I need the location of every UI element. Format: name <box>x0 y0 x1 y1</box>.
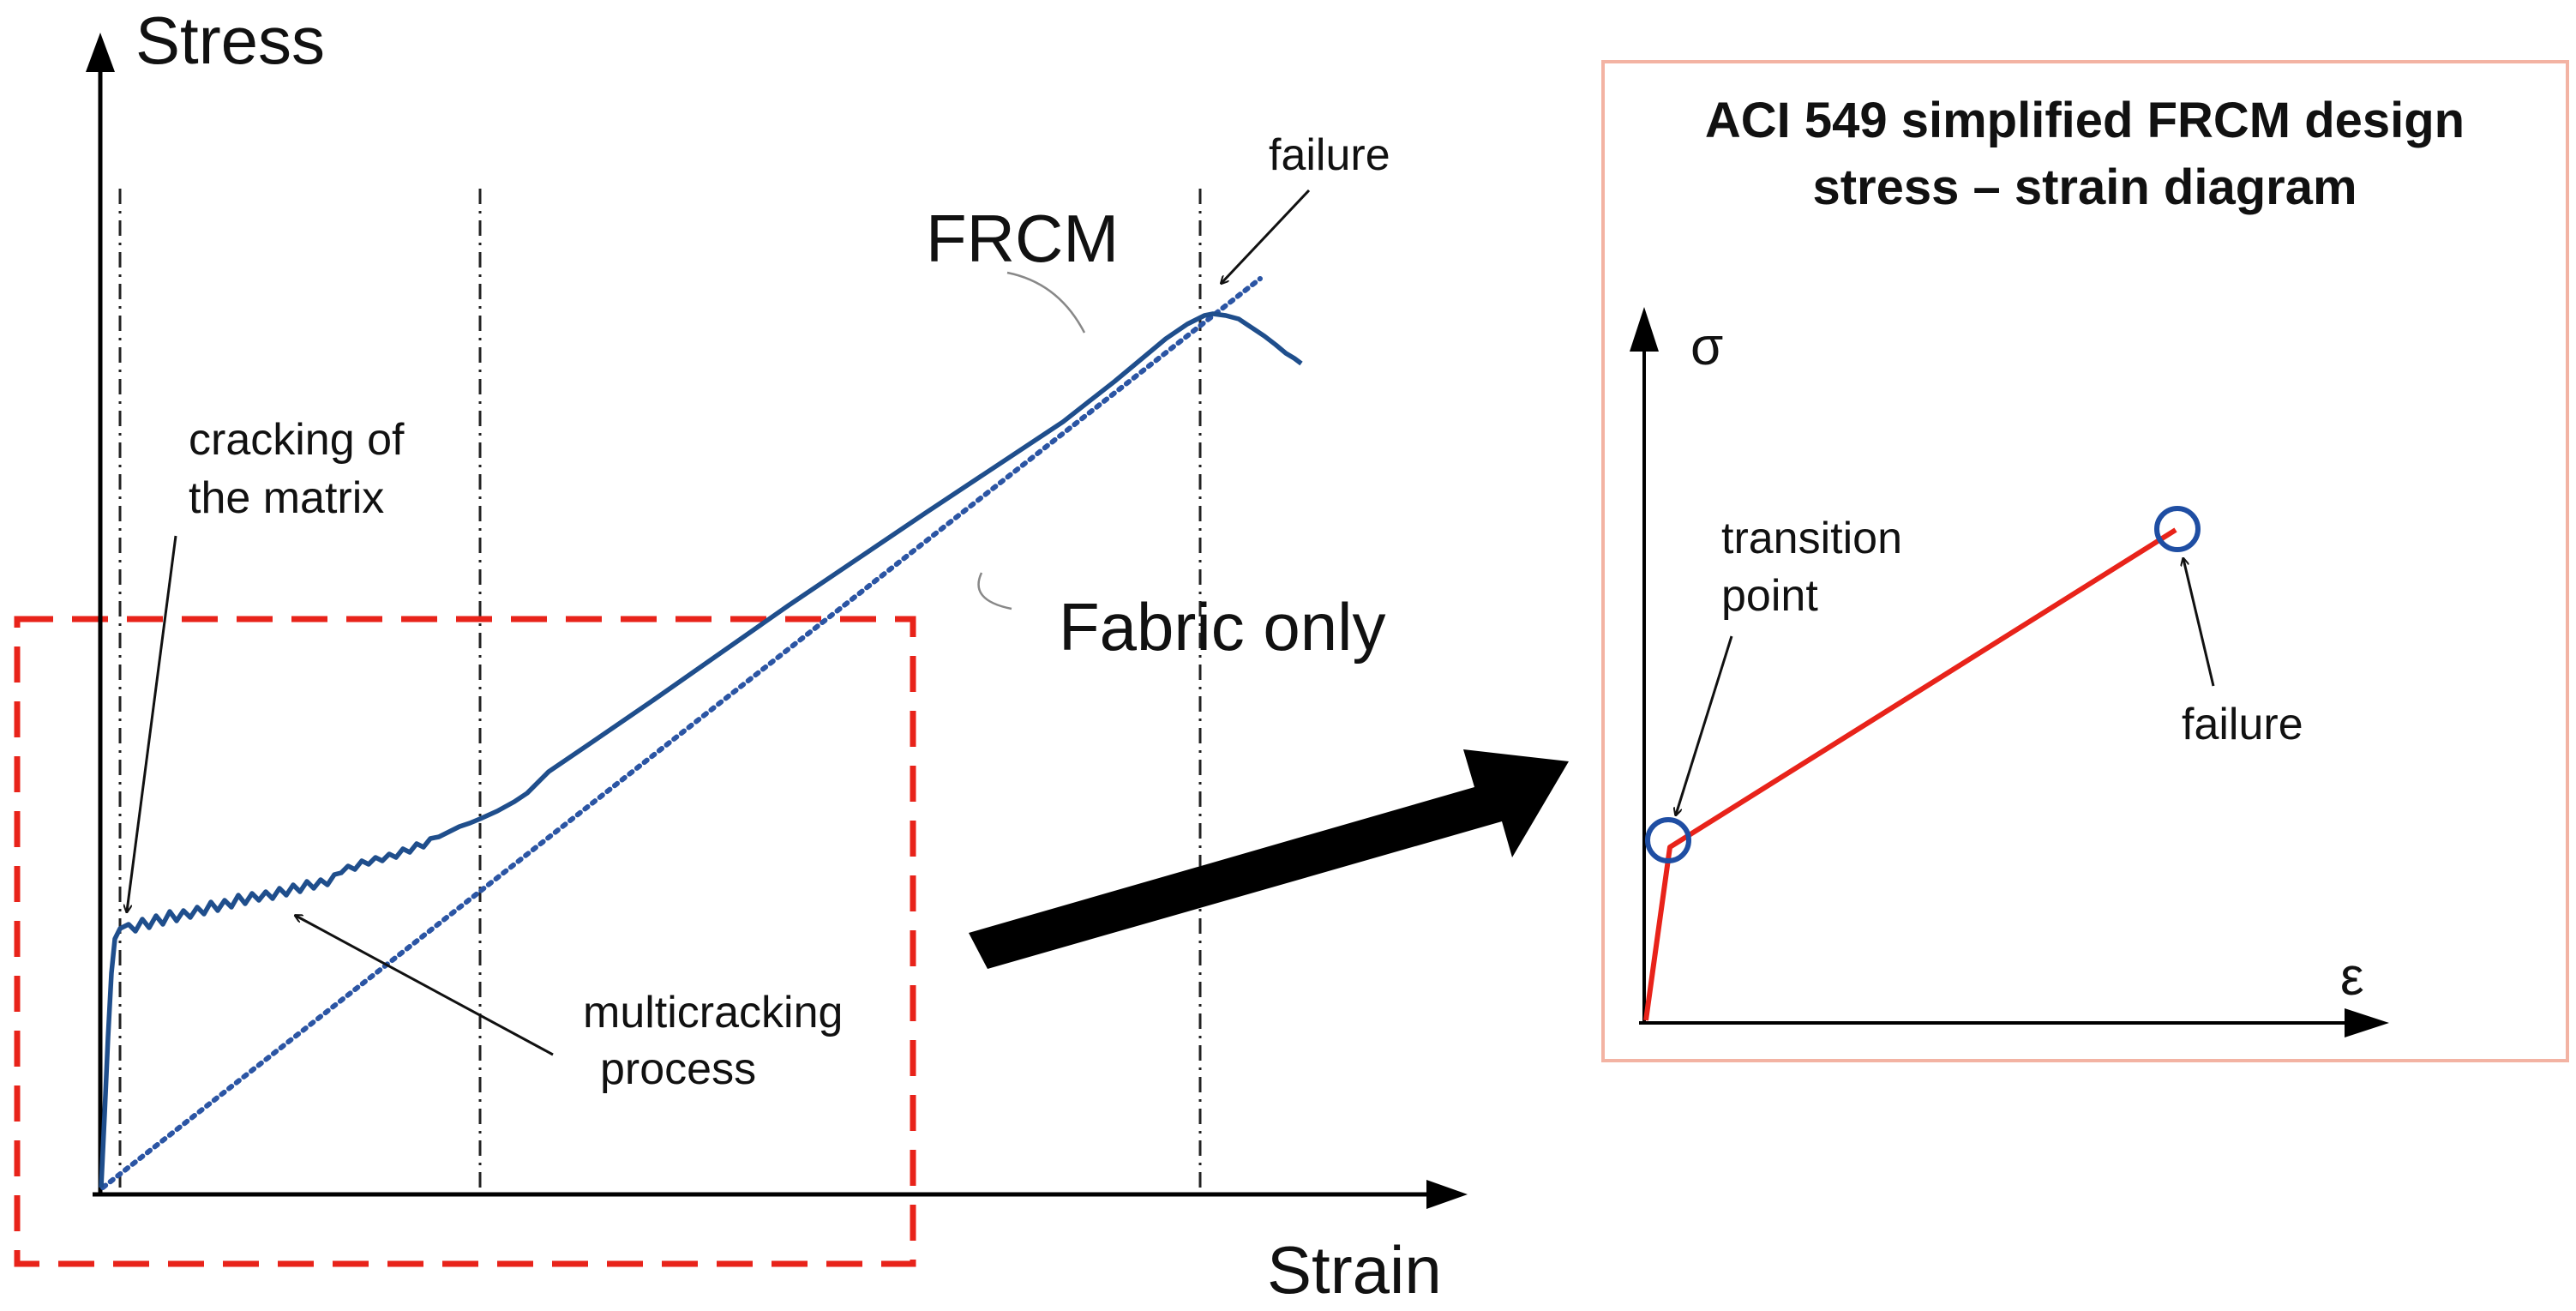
design-bilinear-line <box>1643 527 2177 1021</box>
cracking-arrow <box>127 535 177 911</box>
frcm-curve-label: FRCM <box>926 201 1119 276</box>
stress-axis-arrowhead <box>86 33 115 72</box>
design-panel-title-line2: stress – strain diagram <box>1812 159 2357 215</box>
design-panel-title-line1: ACI 549 simplified FRCM design <box>1705 93 2465 148</box>
failure-annotation-right: failure <box>2182 700 2303 749</box>
fabric-only-label: Fabric only <box>1059 589 1385 665</box>
frcm-leader-line <box>1006 271 1086 334</box>
epsilon-axis-arrowhead <box>2345 1008 2389 1037</box>
cracking-annotation-line1: cracking of <box>189 415 405 465</box>
fabric-only-leader-line <box>977 572 1012 610</box>
epsilon-axis-label: ε <box>2340 947 2364 1007</box>
strain-axis-arrowhead <box>1426 1180 1468 1209</box>
multicracking-annotation-line2: process <box>600 1044 756 1094</box>
fabric-only-line <box>100 276 1263 1190</box>
failure-arrow-left <box>1222 189 1311 283</box>
failure-point-marker <box>2154 506 2201 552</box>
transition-point-marker <box>1645 817 1691 863</box>
failure-arrow-right <box>2183 559 2215 687</box>
strain-axis-label: Strain <box>1267 1232 1442 1308</box>
cracking-annotation-line2: the matrix <box>189 473 384 523</box>
sigma-axis-label: σ <box>1690 317 1723 376</box>
transition-annotation-line2: point <box>1721 571 1818 621</box>
stress-axis-label: Stress <box>135 3 325 78</box>
zoom-region-box <box>14 616 916 1267</box>
aci549-design-panel: ACI 549 simplified FRCM design stress – … <box>1601 60 2569 1062</box>
transition-arrow <box>1676 635 1733 815</box>
multicracking-arrow <box>296 916 554 1056</box>
design-panel-border <box>1601 60 2569 1062</box>
sigma-axis-arrowhead <box>1630 307 1659 352</box>
transition-annotation-line1: transition <box>1721 514 1902 563</box>
failure-annotation-left: failure <box>1269 130 1390 180</box>
frcm-curve <box>99 311 1303 1188</box>
left-stress-strain-diagram: FRCM Fabric only failure cracking of the… <box>14 3 1468 1308</box>
big-transition-arrow <box>969 749 1569 969</box>
multicracking-annotation-line1: multicracking <box>583 988 843 1037</box>
